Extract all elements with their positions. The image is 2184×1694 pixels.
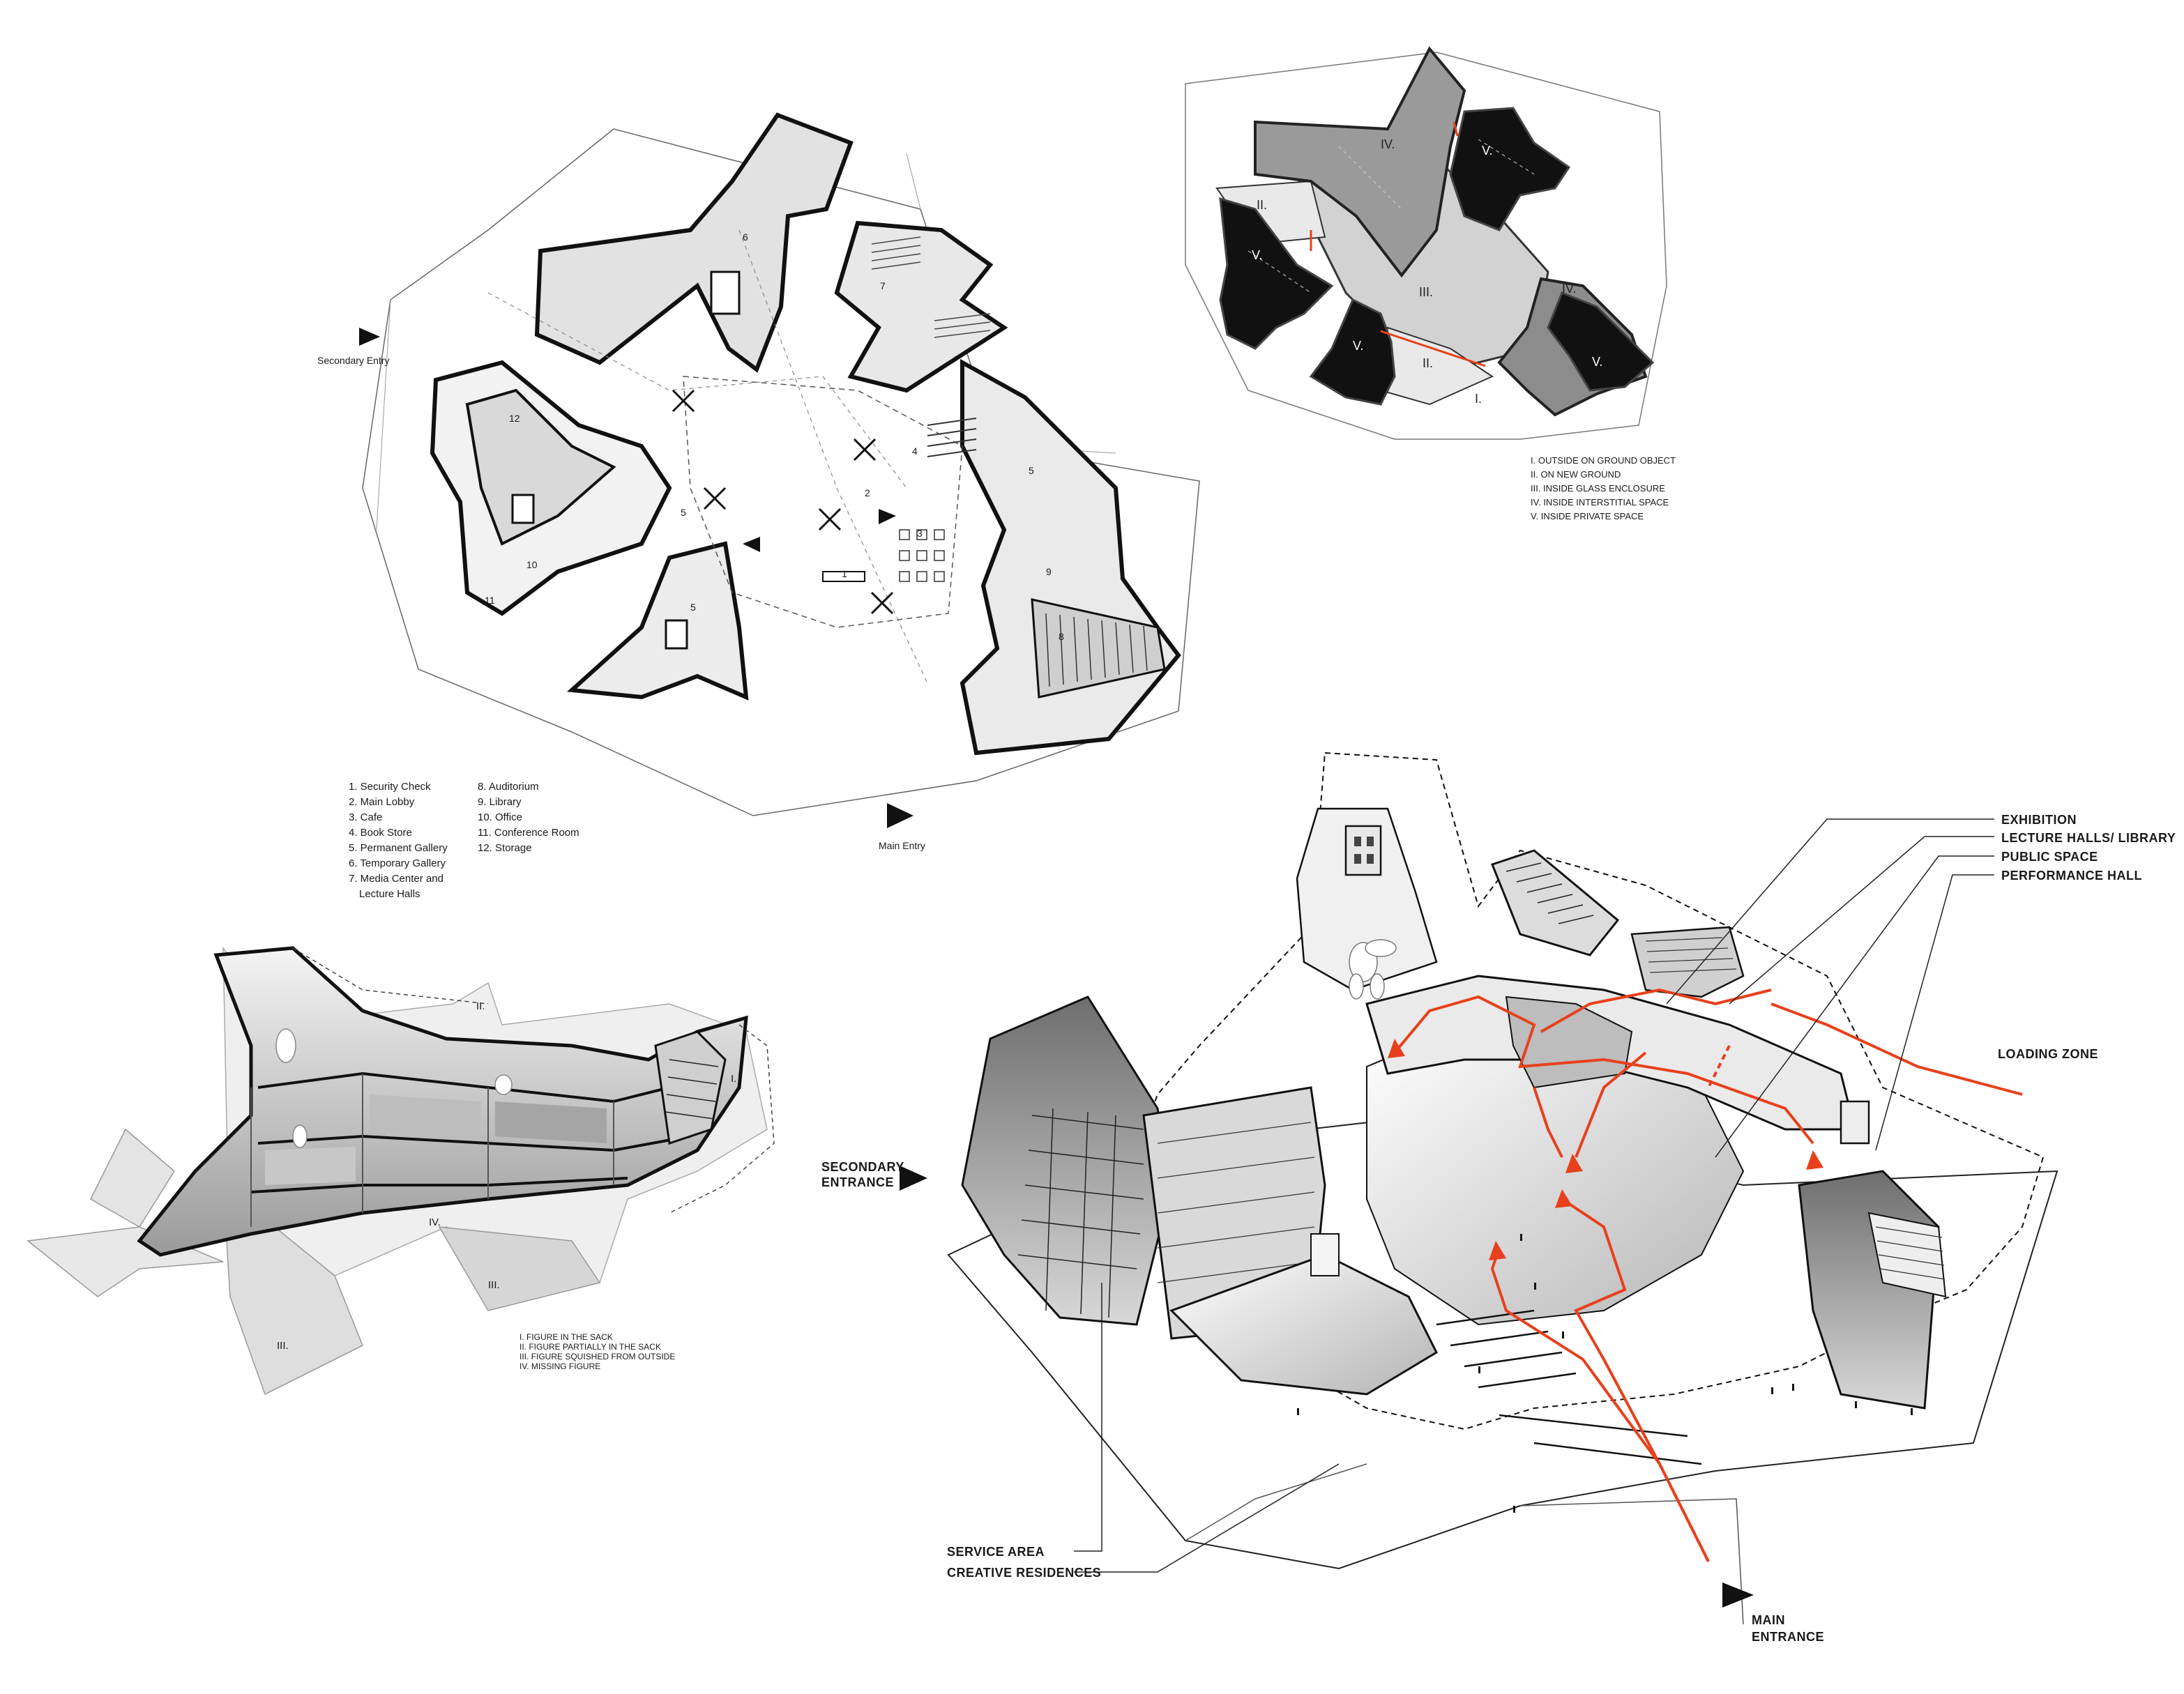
secondary-entry-label: Secondary Entry [317,355,390,366]
zone-label: IV. [1562,282,1576,296]
legend-item: 3. Cafe [349,811,382,823]
auditorium-library-wing [960,358,1181,756]
main-entrance-label: MAIN [1752,1613,1785,1627]
service-area-label: SERVICE AREA [947,1545,1045,1559]
circulation-path [1393,988,2023,1562]
legend-item: 6. Temporary Gallery [349,857,446,869]
section-legend: I. FIGURE IN THE SACK II. FIGURE PARTIAL… [520,1332,675,1371]
creative-residences-block [961,995,1173,1326]
room-number: 10 [526,559,538,570]
secondary-entrance-label: SECONDARY [821,1160,904,1174]
zone-legend-item: IV. INSIDE INTERSTITIAL SPACE [1531,497,1669,508]
section-perspective: II. I. IV. III. III. I. FIGURE IN THE SA… [26,946,775,1396]
zone-label: III. [1419,285,1433,299]
zone-v-private [1547,291,1655,392]
main-entry-label: Main Entry [879,840,925,851]
main-entrance-label: ENTRANCE [1752,1630,1824,1644]
zone-legend-item: II. ON NEW GROUND [1531,469,1621,480]
room-number: 5 [690,602,696,613]
section-zone-label: II. [476,1000,485,1012]
zone-label: V. [1482,144,1492,158]
zone-label: I. [1475,392,1482,406]
legend-item: 10. Office [478,811,522,823]
lecture-halls-label: LECTURE HALLS/ LIBRARY [2001,831,2176,845]
section-legend-item: II. FIGURE PARTIALLY IN THE SACK [520,1342,661,1352]
legend-item: 9. Library [478,796,522,808]
balloon-dog-sculpture [1349,939,1397,1000]
legend-item: 12. Storage [478,842,532,854]
zone-legend-item: V. INSIDE PRIVATE SPACE [1531,511,1644,521]
room-number: 1 [842,568,847,579]
lobby-entry-arrow [743,537,760,552]
room-number: 7 [880,280,886,291]
permanent-gallery-lower-wing [566,541,749,701]
legend-item: 4. Book Store [349,827,412,839]
zone-v-private [1449,107,1571,231]
zone-legend-item: I. OUTSIDE ON GROUND OBJECT [1531,455,1676,466]
room-number: 11 [485,595,495,606]
zone-label: II. [1423,356,1433,370]
loading-zone-label: LOADING ZONE [1998,1047,2098,1061]
room-number: 9 [1046,566,1052,577]
secondary-entrance-arrow [900,1166,927,1191]
creative-residences-label: CREATIVE RESIDENCES [947,1566,1101,1580]
zone-legend: I. OUTSIDE ON GROUND OBJECT II. ON NEW G… [1531,455,1676,521]
room-number: 3 [917,528,923,539]
secondary-entry-arrow [359,328,380,346]
room-number: 2 [865,487,870,498]
zone-v-private [1219,197,1334,350]
section-zone-label: IV. [429,1216,441,1228]
exhibition-tower [1296,807,1438,991]
zone-diagram: IV. V. II. V. III. IV. V. II. V. I. I. O… [1185,46,1676,521]
zone-label: V. [1353,339,1363,353]
zone-label: V. [1252,248,1262,262]
zone-legend-item: III. INSIDE GLASS ENCLOSURE [1531,483,1665,494]
room-number: 5 [681,507,686,518]
secondary-entrance-label: ENTRANCE [821,1175,894,1189]
room-number: 4 [912,445,918,457]
main-entrance-arrow [1722,1582,1754,1608]
section-legend-item: III. FIGURE SQUISHED FROM OUTSIDE [520,1352,675,1361]
zone-label: V. [1592,355,1602,369]
legend-item: Lecture Halls [359,888,420,900]
performance-hall-label: PERFORMANCE HALL [2001,869,2142,883]
auditorium-seating [1031,598,1166,699]
zone-label: IV. [1381,137,1395,151]
legend-item: 2. Main Lobby [349,796,415,808]
room-number: 12 [509,413,520,424]
zone-site-outline [1185,52,1667,440]
legend-item: 11. Conference Room [478,827,579,839]
zone-iv-interstitial [1254,46,1466,278]
room-number: 5 [1029,465,1034,476]
lecture-halls-library-block [1491,849,1620,956]
legend-item: 7. Media Center and [349,873,443,885]
exhibition-label: EXHIBITION [2001,813,2077,827]
legend-item: 8. Auditorium [478,781,539,793]
zone-v-private [1309,298,1396,406]
zone-label: II. [1257,198,1267,212]
legend-item: 1. Security Check [349,781,431,793]
public-space-label: PUBLIC SPACE [2001,850,2098,864]
room-number: 6 [743,231,748,243]
section-legend-item: IV. MISSING FIGURE [520,1361,600,1371]
temporary-gallery-wing [534,112,854,373]
floor-plan: Secondary Entry Main Entry 1 2 3 4 5 5 5… [317,112,1200,900]
room-number: 8 [1059,631,1064,642]
floor-plan-legend: 1. Security Check 2. Main Lobby 3. Cafe … [349,781,579,900]
section-legend-item: I. FIGURE IN THE SACK [520,1332,613,1342]
main-entry-arrow [887,803,913,828]
section-zone-label: I. [731,1073,736,1085]
side-entry-arrow [879,509,896,524]
section-zone-label: III. [488,1279,500,1291]
axonometric-view: EXHIBITION LECTURE HALLS/ LIBRARY PUBLIC… [821,751,2176,1644]
legend-item: 5. Permanent Gallery [349,842,448,854]
media-center-wing [834,220,1008,393]
section-zone-label: III. [277,1340,289,1352]
